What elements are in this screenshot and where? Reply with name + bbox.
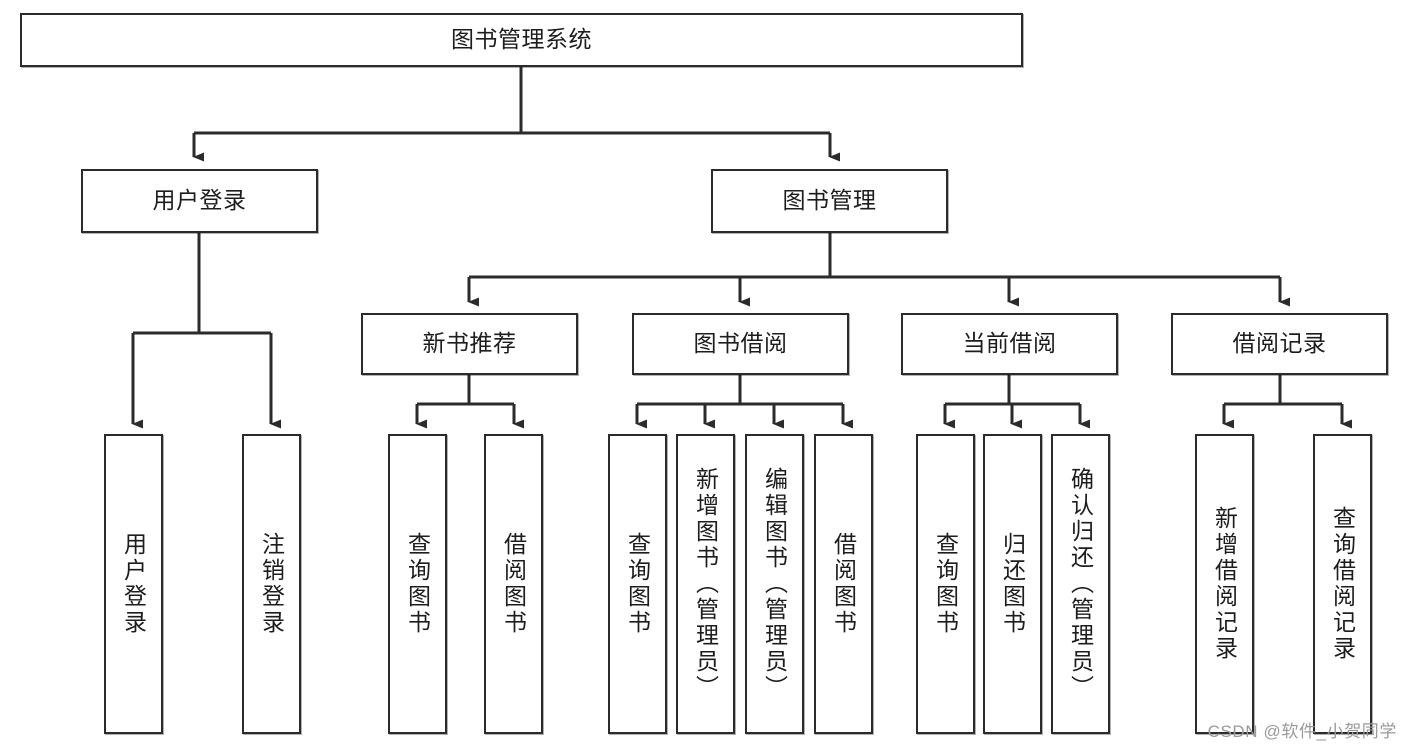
node-new-book-recommend[interactable]: 新书推荐 xyxy=(361,313,578,375)
node-label: 用户登录 xyxy=(152,187,247,214)
node-label: 编辑图书（管理员） xyxy=(761,467,788,701)
watermark-text: CSDN @软件_小贺同学 xyxy=(1207,722,1397,741)
node-label: 确认归还（管理员） xyxy=(1067,467,1094,701)
node-book-borrow[interactable]: 图书借阅 xyxy=(632,313,849,375)
node-leaf-bookborrow-borrow-book[interactable]: 借阅图书 xyxy=(814,434,873,734)
node-leaf-currentborrow-return-book[interactable]: 归还图书 xyxy=(983,434,1042,734)
node-label: 查询图书 xyxy=(404,532,431,636)
node-label: 归还图书 xyxy=(999,532,1026,636)
node-label: 借阅记录 xyxy=(1232,330,1327,357)
node-leaf-user-login-signout[interactable]: 注销登录 xyxy=(242,434,301,734)
node-book-management-system[interactable]: 图书管理系统 xyxy=(20,13,1023,67)
node-label: 图书管理系统 xyxy=(451,26,592,53)
node-leaf-borrowrecord-query-record[interactable]: 查询借阅记录 xyxy=(1313,434,1372,734)
node-leaf-user-login-signin[interactable]: 用户登录 xyxy=(104,434,163,734)
node-label: 图书借阅 xyxy=(693,330,788,357)
node-label: 图书管理 xyxy=(782,187,877,214)
node-leaf-borrowrecord-add-record[interactable]: 新增借阅记录 xyxy=(1195,434,1254,734)
node-leaf-currentborrow-confirm-return[interactable]: 确认归还（管理员） xyxy=(1051,434,1110,734)
node-user-login[interactable]: 用户登录 xyxy=(81,169,318,233)
node-label: 查询图书 xyxy=(932,532,959,636)
node-book-management[interactable]: 图书管理 xyxy=(711,169,948,233)
node-label: 新增图书（管理员） xyxy=(692,467,719,701)
node-leaf-newbook-query-book[interactable]: 查询图书 xyxy=(388,434,447,734)
node-label: 借阅图书 xyxy=(830,532,857,636)
node-leaf-bookborrow-edit-book[interactable]: 编辑图书（管理员） xyxy=(745,434,804,734)
node-label: 查询图书 xyxy=(624,532,651,636)
node-borrow-record[interactable]: 借阅记录 xyxy=(1171,313,1388,375)
node-label: 用户登录 xyxy=(120,532,147,636)
node-label: 新增借阅记录 xyxy=(1211,506,1238,662)
node-label: 查询借阅记录 xyxy=(1329,506,1356,662)
node-current-borrow[interactable]: 当前借阅 xyxy=(901,313,1118,375)
node-leaf-bookborrow-add-book[interactable]: 新增图书（管理员） xyxy=(676,434,735,734)
node-leaf-bookborrow-query-book[interactable]: 查询图书 xyxy=(608,434,667,734)
node-leaf-currentborrow-query-book[interactable]: 查询图书 xyxy=(916,434,975,734)
node-label: 当前借阅 xyxy=(962,330,1057,357)
node-label: 注销登录 xyxy=(258,532,285,636)
node-leaf-newbook-borrow-book[interactable]: 借阅图书 xyxy=(484,434,543,734)
node-label: 借阅图书 xyxy=(500,532,527,636)
node-label: 新书推荐 xyxy=(422,330,517,357)
